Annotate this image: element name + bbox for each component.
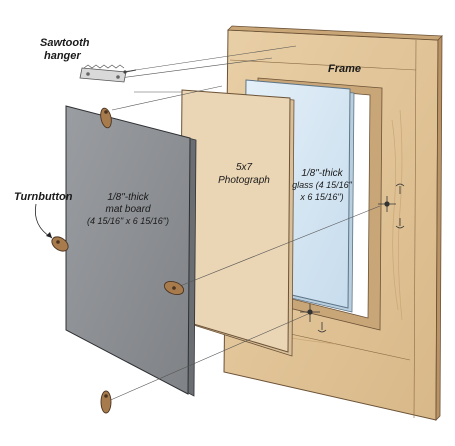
crosshair-mark-right xyxy=(378,183,405,229)
label-glass-line3: x 6 15/16") xyxy=(299,192,343,202)
label-glass-line1: 1/8"-thick xyxy=(301,168,343,179)
label-photo-line1: 5x7 xyxy=(236,162,253,173)
photograph xyxy=(179,89,295,357)
label-mat-line1: 1/8"-thick xyxy=(107,192,149,203)
arrow-head-icon xyxy=(46,232,52,238)
label-mat-line3: (4 15/16" x 6 15/16") xyxy=(87,216,169,226)
turnbutton-mat-side xyxy=(163,280,185,296)
label-hanger-line1: Sawtooth xyxy=(40,37,90,49)
label-mat-line2: mat board xyxy=(105,204,150,215)
turnbutton-top xyxy=(100,107,112,129)
turnbutton-bottom xyxy=(100,390,112,414)
label-hanger-line2: hanger xyxy=(44,50,81,62)
label-photo-line2: Photograph xyxy=(218,175,270,186)
mat-board xyxy=(65,105,197,397)
nail-icon xyxy=(123,69,137,74)
sawtooth-hanger xyxy=(79,64,137,83)
assembly-lines xyxy=(105,45,381,403)
label-glass-line2: glass (4 15/16" xyxy=(292,180,353,190)
turnbutton-loose xyxy=(51,236,69,252)
label-frame: Frame xyxy=(328,63,361,75)
label-turnbutton: Turnbutton xyxy=(14,191,73,203)
